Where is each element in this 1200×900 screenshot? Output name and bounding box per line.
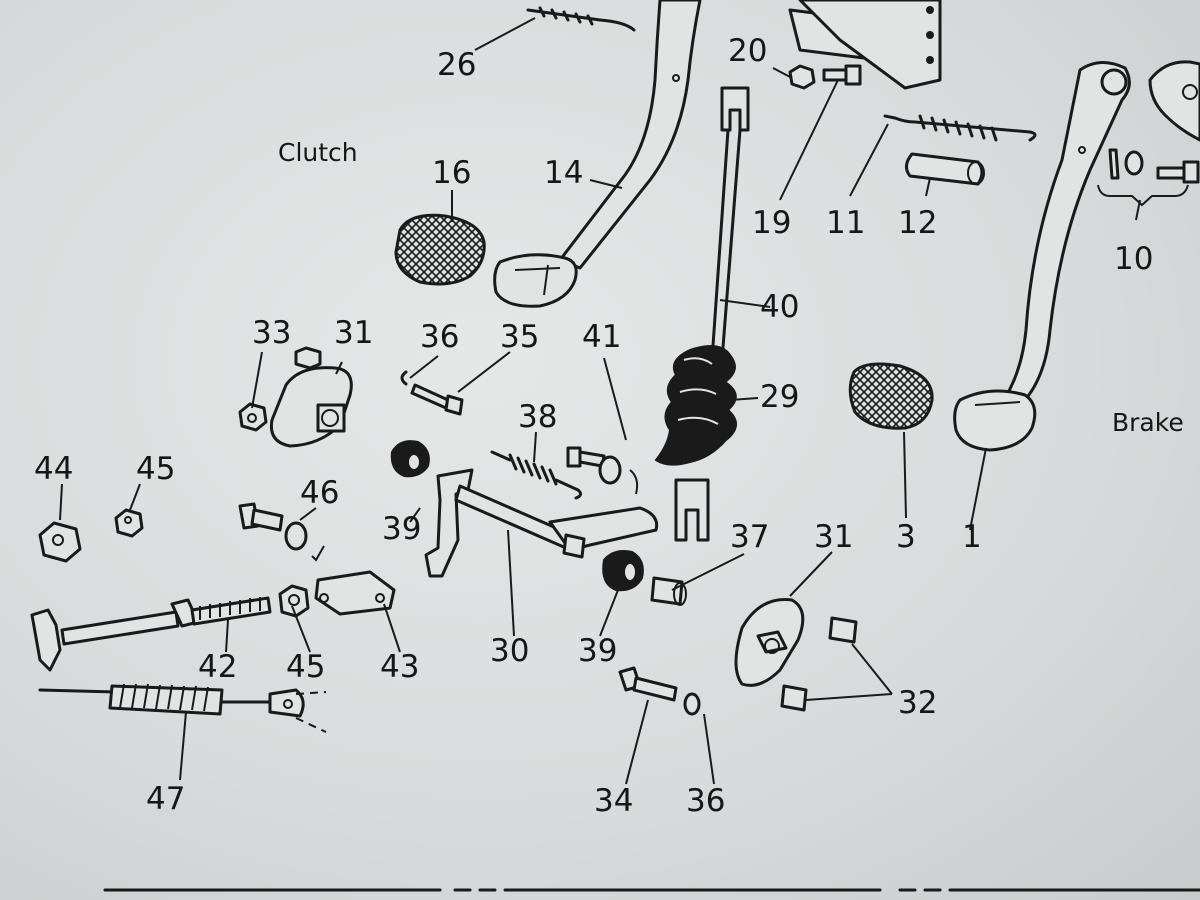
clutch-rod-part (710, 86, 750, 362)
pivot-plate-right-part (734, 598, 805, 687)
part-callout-36-upper: 36 (420, 319, 460, 355)
part-callout-31-left: 31 (334, 315, 374, 351)
brake-section-label: Brake (1112, 408, 1184, 437)
part-callout-11: 11 (826, 205, 866, 241)
brake-pedal-hardware-part (1097, 60, 1200, 207)
part-callout-35: 35 (500, 319, 540, 355)
part-callout-46: 46 (300, 475, 340, 511)
adjuster-rod-part (30, 570, 396, 672)
part-callout-39-lower: 39 (578, 633, 618, 669)
part-callout-33: 33 (252, 315, 292, 351)
rubber-boot-part (654, 345, 737, 466)
clutch-return-spring-part (526, 6, 636, 32)
bush-upper-part (390, 440, 430, 478)
part-callout-26: 26 (437, 47, 477, 83)
cross-shaft-bracket-part (788, 0, 942, 90)
pedal-shaft-bush-part (650, 576, 687, 606)
shaft-bolt-part (618, 666, 701, 716)
clevis-pin-part (566, 446, 639, 495)
pedal-bush-part (905, 152, 985, 186)
part-callout-3: 3 (896, 519, 916, 555)
part-callout-34: 34 (594, 783, 634, 819)
clutch-pedal-arm-part (493, 0, 702, 308)
part-callout-37: 37 (730, 519, 770, 555)
brake-pedal-part (953, 61, 1131, 452)
cross-shaft-part (424, 468, 659, 578)
pivot-plate-left-part (238, 346, 353, 448)
leader-lines (59, 17, 1141, 785)
locknuts-part (38, 508, 144, 563)
part-callout-45-lower: 45 (286, 649, 326, 685)
linkage-pin-part (238, 502, 325, 562)
part-callout-19: 19 (752, 205, 792, 241)
part-callout-32: 32 (898, 685, 938, 721)
part-callout-14: 14 (544, 155, 584, 191)
clutch-section-label: Clutch (278, 138, 358, 167)
part-callout-40: 40 (760, 289, 800, 325)
part-callout-16: 16 (432, 155, 472, 191)
return-spring-small-part (490, 450, 583, 500)
clutch-cable-part (38, 683, 327, 733)
rod-clevis-part (674, 478, 710, 542)
bolt-and-washer-part (400, 370, 464, 416)
part-callout-41: 41 (582, 319, 622, 355)
part-callout-42: 42 (198, 649, 238, 685)
part-callout-1: 1 (962, 519, 982, 555)
part-callout-29: 29 (760, 379, 800, 415)
part-callout-39-upper: 39 (382, 511, 422, 547)
part-callout-45-upper: 45 (136, 451, 176, 487)
part-callout-10: 10 (1114, 241, 1154, 277)
part-callout-44: 44 (34, 451, 74, 487)
part-callout-36-lower: 36 (686, 783, 726, 819)
part-callout-38: 38 (518, 399, 558, 435)
brake-return-spring-part (883, 114, 1037, 142)
part-callout-30: 30 (490, 633, 530, 669)
spacer-bushes-part (780, 616, 858, 712)
part-callout-12: 12 (898, 205, 938, 241)
nut-and-bolt-part (788, 64, 862, 90)
part-callout-31-right: 31 (814, 519, 854, 555)
part-callout-20: 20 (728, 33, 768, 69)
brake-pedal-pad-part (848, 362, 934, 430)
clutch-pedal-pad-part (394, 213, 486, 286)
part-callout-47: 47 (146, 781, 186, 817)
part-callout-43: 43 (380, 649, 420, 685)
bush-lower-part (602, 550, 644, 592)
